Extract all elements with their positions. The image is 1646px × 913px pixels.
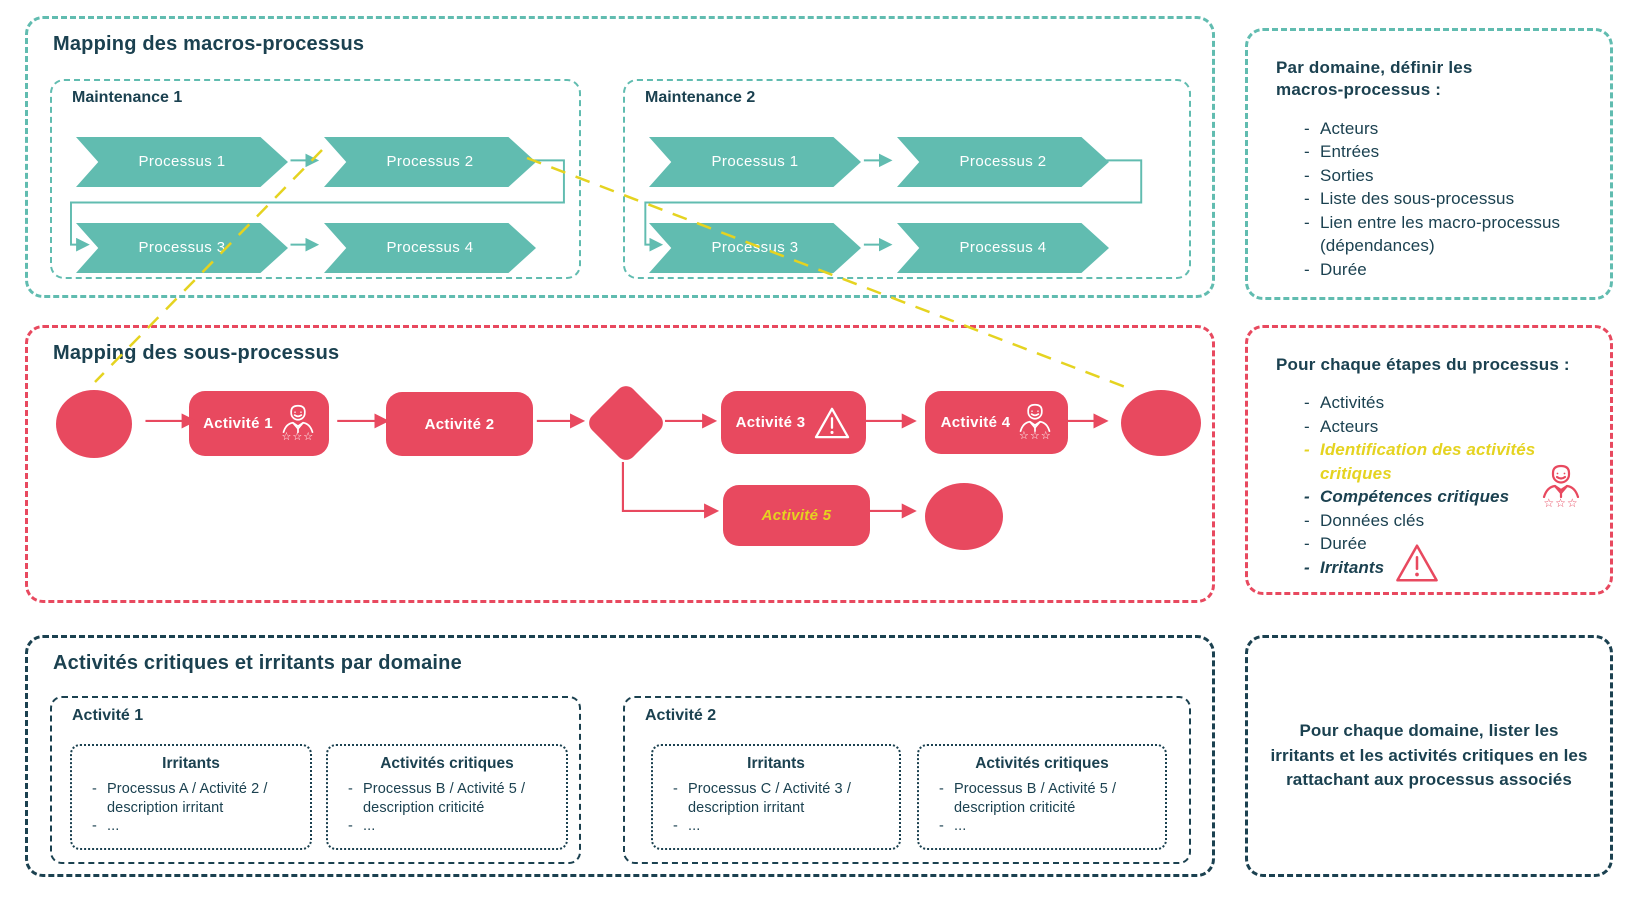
sub-note-intro: Pour chaque étapes du processus : — [1276, 355, 1570, 374]
maintenance-1-label: Maintenance 1 — [72, 89, 183, 106]
list-item: Durée — [1304, 532, 1582, 556]
activity-box-critical: Activité 5 — [723, 485, 870, 546]
activity-label: Activité 3 — [735, 414, 806, 431]
list-item: Liste des sous-processus — [1304, 187, 1582, 211]
list-item: Processus A / Activité 2 / description i… — [92, 780, 298, 817]
worker-stars-icon: ☆☆☆ — [1018, 403, 1052, 442]
warning-triangle-icon — [813, 406, 851, 440]
list-item: Processus C / Activité 3 / description i… — [673, 780, 887, 817]
critical-activities-box: Activités critiques Processus B / Activi… — [326, 744, 568, 850]
maintenance-2-label: Maintenance 2 — [645, 89, 756, 106]
maintenance-1-box: Maintenance 1 Processus 1 Processus 2 Pr… — [50, 79, 581, 279]
macro-note-intro: Par domaine, définir les macros-processu… — [1276, 58, 1473, 100]
skill-stars: ☆☆☆ — [1543, 496, 1579, 510]
worker-stars-icon: ☆☆☆ — [1541, 464, 1581, 509]
process-label: Processus 1 — [138, 153, 226, 170]
critical-activities-section: Activités critiques et irritants par dom… — [25, 635, 1215, 877]
activity-label: Activité 5 — [761, 507, 832, 524]
macro-process-section: Mapping des macros-processus Maintenance… — [25, 16, 1215, 298]
activity-label: Activité 4 — [940, 414, 1011, 431]
activity-box: Activité 1 ☆☆☆ — [189, 391, 329, 456]
list-item: ... — [939, 817, 1153, 836]
flow-decision-node — [584, 381, 668, 465]
list-item: Durée — [1304, 258, 1582, 282]
list-item: ... — [673, 817, 887, 836]
process-arrow-shape: Processus 1 — [76, 137, 288, 187]
macro-note-list: Acteurs Entrées Sorties Liste des sous-p… — [1276, 117, 1582, 282]
critical-activities-box: Activités critiques Processus B / Activi… — [917, 744, 1167, 850]
irritants-title: Irritants — [747, 755, 805, 772]
critical-section-title: Activités critiques et irritants par dom… — [53, 652, 462, 674]
maintenance-2-box: Maintenance 2 Processus 1 Processus 2 Pr… — [623, 79, 1191, 279]
list-item: Sorties — [1304, 164, 1582, 188]
process-label: Processus 2 — [959, 153, 1047, 170]
sub-section-title: Mapping des sous-processus — [53, 342, 340, 364]
list-item: Lien entre les macro-processus (dépendan… — [1304, 211, 1582, 258]
flow-end-node — [1121, 390, 1201, 456]
process-label: Processus 4 — [959, 239, 1047, 256]
skill-stars: ☆☆☆ — [281, 431, 315, 443]
list-item: Acteurs — [1304, 415, 1582, 439]
list-item: Données clés — [1304, 509, 1582, 533]
process-label: Processus 3 — [138, 239, 226, 256]
process-label: Processus 4 — [386, 239, 474, 256]
irritants-list: Processus C / Activité 3 / description i… — [665, 780, 887, 836]
list-item-critical-skills: Compétences critiques — [1304, 485, 1582, 509]
list-item: ... — [92, 817, 298, 836]
flow-branch-end-node — [925, 483, 1003, 550]
critical-activities-list: Processus B / Activité 5 / description c… — [931, 780, 1153, 836]
critical-activities-title: Activités critiques — [975, 755, 1109, 772]
process-arrow-shape: Processus 4 — [324, 223, 536, 273]
irritants-box: Irritants Processus C / Activité 3 / des… — [651, 744, 901, 850]
list-item: Processus B / Activité 5 / description c… — [939, 780, 1153, 817]
process-arrow-shape: Processus 3 — [649, 223, 861, 273]
process-label: Processus 1 — [711, 153, 799, 170]
critical-note-box: Pour chaque domaine, lister les irritant… — [1245, 635, 1613, 877]
activity-label: Activité 2 — [424, 415, 495, 433]
sub-note-list: Activités Acteurs Identification des act… — [1276, 391, 1582, 579]
critical-activities-list: Processus B / Activité 5 / description c… — [340, 780, 554, 836]
sub-process-section: Mapping des sous-processus Activité 1 ☆☆… — [25, 325, 1215, 603]
process-arrow-shape: Processus 2 — [324, 137, 536, 187]
worker-stars-icon: ☆☆☆ — [281, 404, 315, 443]
activity-box: Activité 3 — [721, 391, 866, 454]
sub-note-box: Pour chaque étapes du processus : Activi… — [1245, 325, 1613, 595]
skill-stars: ☆☆☆ — [1019, 430, 1052, 442]
list-item-critical-activities: Identification des activités critiques — [1304, 438, 1570, 485]
list-item-irritants: Irritants — [1304, 556, 1582, 580]
activity-1-panel: Activité 1 Irritants Processus A / Activ… — [50, 696, 581, 864]
list-item: Acteurs — [1304, 117, 1582, 141]
list-item: Processus B / Activité 5 / description c… — [348, 780, 554, 817]
list-item: ... — [348, 817, 554, 836]
irritants-box: Irritants Processus A / Activité 2 / des… — [70, 744, 312, 850]
process-arrow-shape: Processus 2 — [897, 137, 1109, 187]
activity-2-panel-label: Activité 2 — [645, 707, 717, 724]
irritants-list: Processus A / Activité 2 / description i… — [84, 780, 298, 836]
list-item: Activités — [1304, 391, 1582, 415]
macro-section-title: Mapping des macros-processus — [53, 33, 365, 55]
activity-box: Activité 2 — [386, 392, 533, 456]
activity-2-panel: Activité 2 Irritants Processus C / Activ… — [623, 696, 1191, 864]
critical-activities-title: Activités critiques — [380, 755, 514, 772]
process-arrow-shape: Processus 3 — [76, 223, 288, 273]
activity-box: Activité 4 ☆☆☆ — [925, 391, 1068, 454]
process-arrow-shape: Processus 1 — [649, 137, 861, 187]
irritants-title: Irritants — [162, 755, 220, 772]
flow-arrows — [145, 413, 1109, 519]
process-arrow-shape: Processus 4 — [897, 223, 1109, 273]
process-label: Processus 2 — [386, 153, 474, 170]
process-label: Processus 3 — [711, 239, 799, 256]
activity-1-panel-label: Activité 1 — [72, 707, 144, 724]
critical-note-text: Pour chaque domaine, lister les irritant… — [1270, 721, 1588, 790]
flow-start-node — [56, 390, 132, 458]
macro-note-box: Par domaine, définir les macros-processu… — [1245, 28, 1613, 300]
list-item: Entrées — [1304, 140, 1582, 164]
warning-triangle-icon — [1394, 542, 1440, 584]
activity-label: Activité 1 — [203, 415, 273, 432]
